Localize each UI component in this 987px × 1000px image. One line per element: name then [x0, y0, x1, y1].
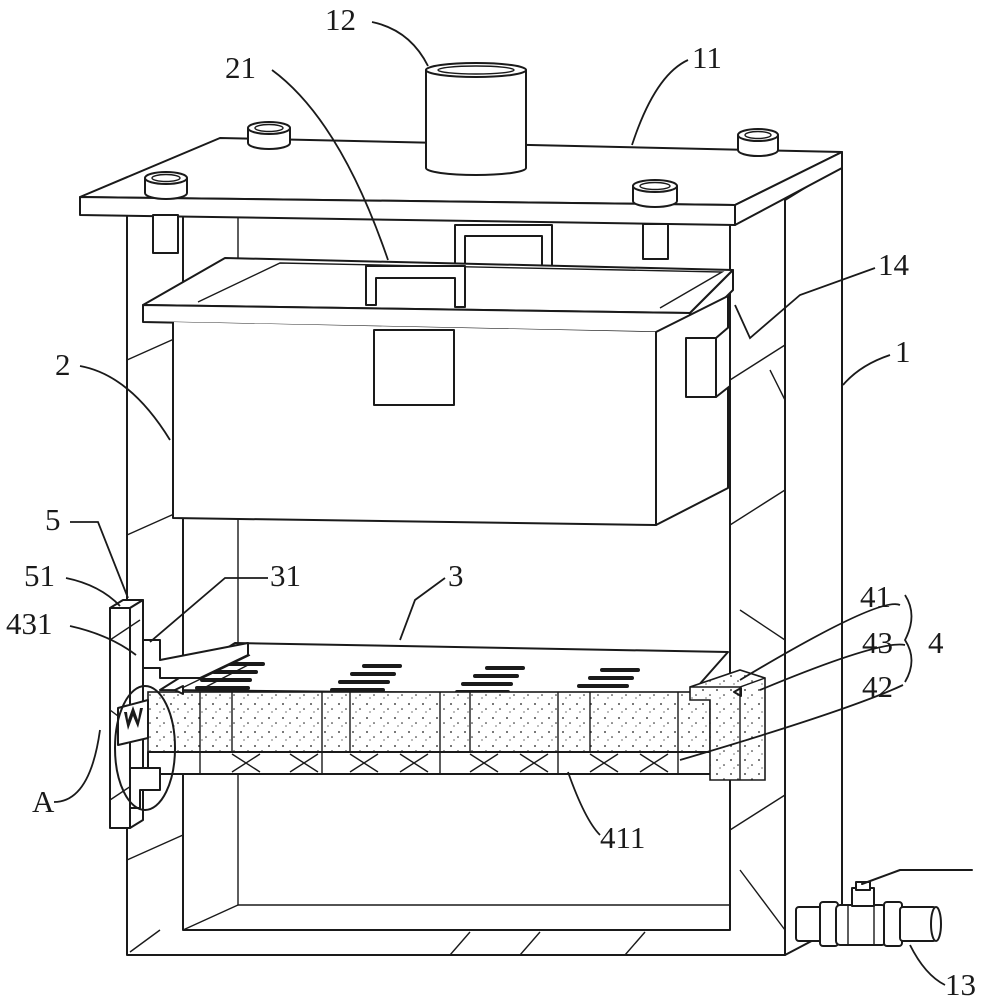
label-11: 11 — [692, 40, 722, 75]
label-51: 51 — [24, 558, 55, 593]
label-21: 21 — [225, 50, 256, 85]
bolt-shaft-left — [152, 214, 179, 254]
label-2: 2 — [55, 347, 71, 382]
cover-bolts — [144, 121, 779, 260]
label-13: 13 — [945, 967, 976, 1000]
label-431: 431 — [6, 606, 53, 641]
latch-assembly — [109, 599, 176, 829]
label-31: 31 — [270, 558, 301, 593]
reference-labels: 12 21 11 14 1 2 5 51 431 31 3 41 43 4 42… — [6, 2, 976, 1000]
outlet-valve — [795, 869, 973, 947]
leader-lines — [53, 21, 946, 986]
label-a: A — [32, 784, 55, 819]
label-1: 1 — [895, 334, 911, 369]
bolt-back-left — [247, 121, 291, 150]
bolt-shaft-right — [642, 223, 669, 260]
bolt-front-left — [144, 171, 188, 200]
label-3: 3 — [448, 558, 464, 593]
label-42: 42 — [862, 669, 893, 704]
bolt-back-right — [737, 128, 779, 157]
label-4: 4 — [928, 625, 944, 660]
bolt-front-right — [632, 179, 678, 208]
upper-tray — [142, 257, 734, 526]
label-43: 43 — [862, 625, 893, 660]
inlet-pipe — [425, 62, 527, 176]
support-block — [685, 325, 731, 398]
label-411: 411 — [600, 820, 645, 855]
detail-circle-a — [114, 685, 176, 811]
label-41: 41 — [860, 579, 891, 614]
cover-handle-bracket — [454, 224, 553, 267]
label-14: 14 — [878, 247, 910, 282]
label-5: 5 — [45, 502, 61, 537]
filter-assembly — [137, 639, 766, 781]
label-12: 12 — [325, 2, 356, 37]
